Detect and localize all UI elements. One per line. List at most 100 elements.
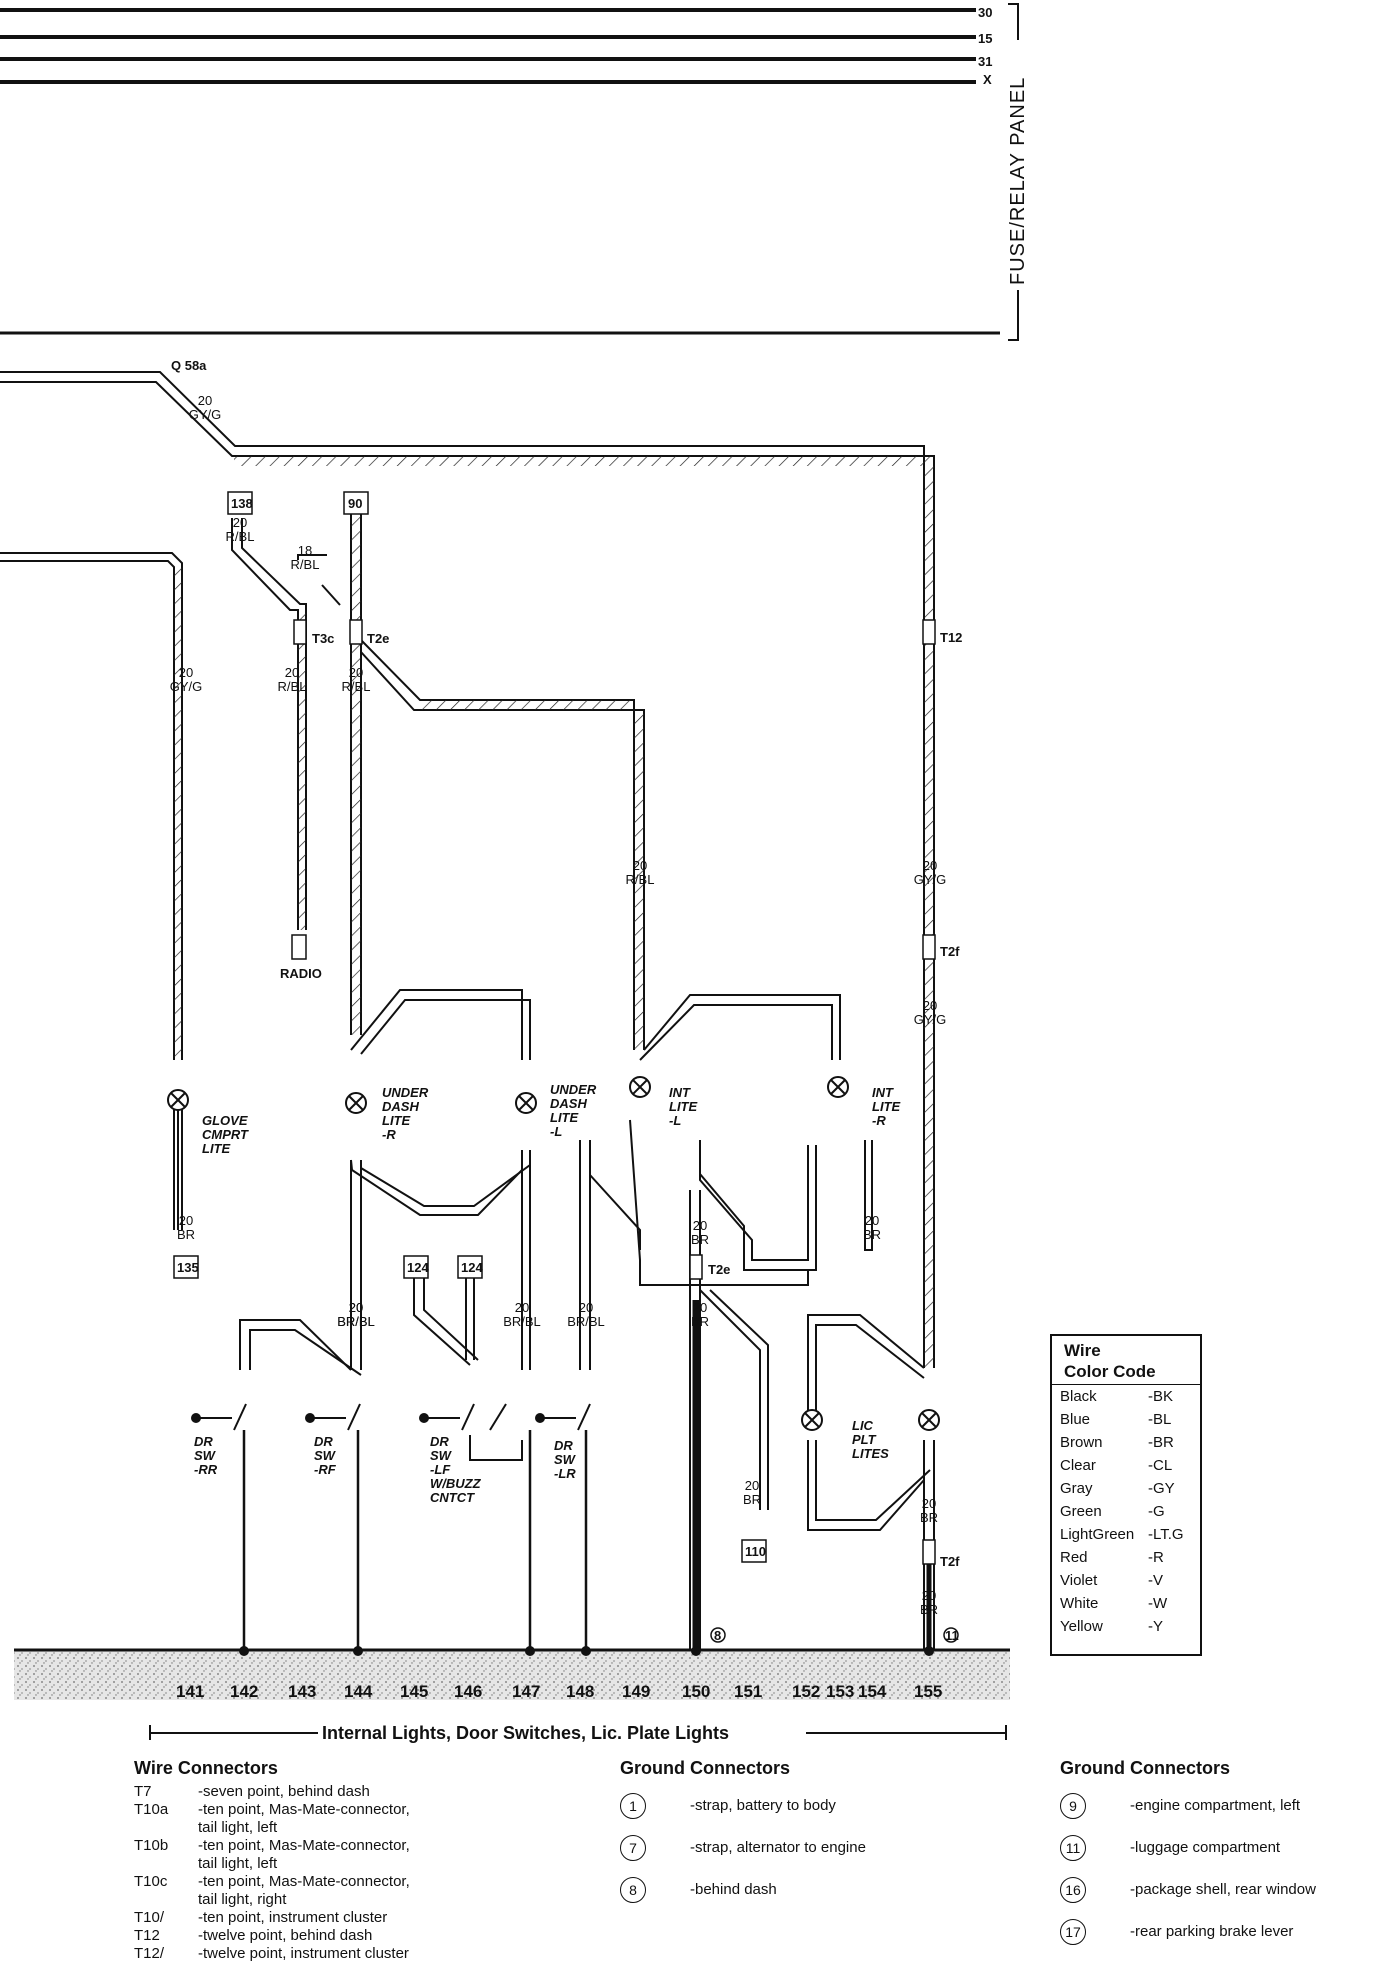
ground-connector-row: 11-luggage compartment: [1060, 1835, 1380, 1861]
component-label-int-lite-r: -R: [872, 1113, 886, 1128]
ground-strip: [14, 1650, 1010, 1700]
wire-label-color: BR/BL: [567, 1314, 605, 1329]
switch-lf: [419, 1403, 507, 1431]
wire-label-size: 20: [579, 1300, 593, 1315]
wire-label-color: GY/G: [914, 872, 947, 887]
wire-label-color: GY/G: [170, 679, 203, 694]
radio-label: RADIO: [280, 966, 322, 981]
color-code-row: Violet-V: [1052, 1569, 1200, 1592]
wire-connector-row: T7-seven point, behind dash: [134, 1783, 514, 1801]
color-code-row: Green-G: [1052, 1500, 1200, 1523]
wire-label-size: 20: [515, 1300, 529, 1315]
ref-110: 110: [745, 1544, 766, 1559]
wire-label-color: BR: [177, 1227, 195, 1242]
wire-label-size: 20: [349, 1300, 363, 1315]
position-number: 153: [826, 1682, 854, 1701]
component-label-glove: LITE: [202, 1141, 230, 1156]
bus-lines: [0, 8, 1000, 335]
component-label-int-lite-l: -L: [669, 1113, 681, 1128]
lamp-int-l: [629, 1076, 651, 1098]
wire-connector-row: T10c-ten point, Mas-Mate-connector, tail…: [134, 1873, 514, 1909]
connector-t3c: T3c: [312, 631, 334, 646]
component-label-dr-sw-lf: SW: [430, 1448, 453, 1463]
position-number: 144: [344, 1682, 373, 1701]
ground-connectors-legend-2: Ground Connectors 9-engine compartment, …: [1060, 1758, 1380, 1961]
door-switches: [191, 1403, 591, 1431]
wire-label-size: 20: [865, 1213, 879, 1228]
color-name: Yellow: [1060, 1618, 1103, 1635]
terminal-labels: Q 58a 138 90 135 124 124 110 RADIO: [171, 358, 766, 1559]
wire-hatch-fills: [174, 456, 934, 1368]
component-label-glove: CMPRT: [202, 1127, 249, 1142]
lamps: [167, 1076, 940, 1431]
color-abbrev: -LT.G: [1148, 1526, 1184, 1543]
wire-label-color: GY/G: [189, 407, 222, 422]
ground-connectors-title-2: Ground Connectors: [1060, 1758, 1230, 1778]
ref-135: 135: [177, 1260, 199, 1275]
color-code-row: LightGreen-LT.G: [1052, 1523, 1200, 1546]
connector-t2f-b: T2f: [940, 1554, 960, 1569]
ground-connectors-title-1: Ground Connectors: [620, 1758, 790, 1778]
ground-marker-11: 11: [945, 1628, 959, 1643]
wire-gy-g-main-b: [0, 381, 935, 1368]
color-code-title-2: Color Code: [1064, 1362, 1156, 1381]
position-number: 151: [734, 1682, 762, 1701]
lamp-int-r: [827, 1076, 849, 1098]
ground-connector-row: 9-engine compartment, left: [1060, 1793, 1380, 1819]
component-label-under-dash-l: LITE: [550, 1110, 578, 1125]
wire-connector-id: T7: [134, 1783, 152, 1800]
color-code-row: Blue-BL: [1052, 1408, 1200, 1431]
wire-connector-id: T10c: [134, 1873, 168, 1890]
circuit-title: Internal Lights, Door Switches, Lic. Pla…: [322, 1723, 729, 1743]
component-labels: GLOVECMPRTLITEUNDERDASHLITE-RUNDERDASHLI…: [194, 1082, 900, 1505]
ref-138: 138: [231, 496, 253, 511]
position-number: 142: [230, 1682, 258, 1701]
ground-connector-row: 8-behind dash: [620, 1877, 940, 1903]
lamp-glove: [167, 1089, 189, 1111]
switch-rf: [305, 1403, 361, 1431]
ground-connector-desc: -behind dash: [690, 1881, 777, 1898]
wire-label-size: 20: [633, 858, 647, 873]
component-label-dr-sw-rr: SW: [194, 1448, 217, 1463]
lamp-under-dash-l: [515, 1092, 537, 1114]
component-label-dr-sw-lr: DR: [554, 1438, 573, 1453]
wire-label-color: R/BL: [626, 872, 655, 887]
wire-connector-desc: -twelve point, behind dash: [198, 1927, 373, 1944]
switch-lr: [535, 1403, 591, 1431]
ground-connectors-legend-1: Ground Connectors 1 -strap, battery to bo…: [620, 1758, 940, 1919]
ground-connector-desc: -package shell, rear window: [1130, 1881, 1316, 1898]
color-abbrev: -V: [1148, 1572, 1163, 1589]
ground-connector-number: 1: [620, 1793, 646, 1819]
wire-connector-desc: -ten point, Mas-Mate-connector, tail lig…: [198, 1837, 410, 1872]
position-number: 152: [792, 1682, 820, 1701]
component-label-under-dash-l: DASH: [550, 1096, 587, 1111]
connector-t2e-mid: T2e: [708, 1262, 730, 1277]
bus-labels: 30 15 31 X: [978, 5, 992, 87]
color-code-title-1: Wire: [1064, 1341, 1101, 1360]
position-number: 145: [400, 1682, 428, 1701]
wire-label-color: BR: [691, 1232, 709, 1247]
color-abbrev: -GY: [1148, 1480, 1175, 1497]
wire-label-size: 20: [349, 665, 363, 680]
wire-label-size: 20: [693, 1218, 707, 1233]
connector-t2e-top: T2e: [367, 631, 389, 646]
ground-connector-number: 7: [620, 1835, 646, 1861]
ref-90: 90: [348, 496, 362, 511]
color-code-row: Black-BK: [1052, 1385, 1200, 1408]
color-name: Blue: [1060, 1411, 1091, 1428]
bus-label-31: 31: [978, 54, 992, 69]
ground-connector-row: 1 -strap, battery to body: [620, 1793, 940, 1819]
wire-label-size: 20: [349, 1300, 363, 1315]
component-label-under-dash-l: UNDER: [550, 1082, 597, 1097]
ground-markers: 8 11: [710, 1627, 959, 1643]
ground-connector-desc: -rear parking brake lever: [1130, 1923, 1294, 1940]
ground-connector-desc: -strap, battery to body: [690, 1797, 836, 1814]
ground-connectors-rows-2: 9-engine compartment, left 11-luggage com…: [1060, 1793, 1380, 1945]
wire-label-color: BR: [920, 1602, 938, 1617]
lic-plate-loop: [807, 1314, 935, 1650]
wire-connector-row: T12-twelve point, behind dash: [134, 1927, 514, 1945]
